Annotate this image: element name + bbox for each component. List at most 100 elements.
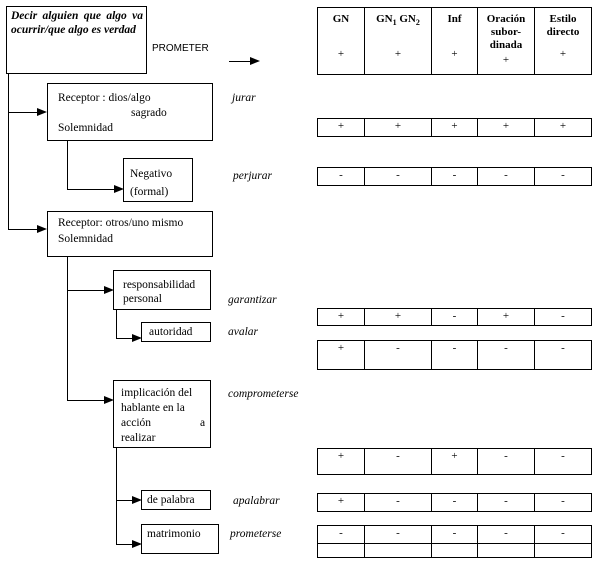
cell-prometerse-extra-1 bbox=[364, 543, 432, 558]
cell-prometerse-extra-2 bbox=[431, 543, 478, 558]
branch1-box bbox=[47, 83, 213, 141]
cell-avalar-3: - bbox=[477, 340, 535, 370]
negativo-line2: (formal) bbox=[130, 186, 169, 198]
autoridad-hline bbox=[116, 338, 133, 339]
header-oracion-l2: subor- bbox=[490, 26, 522, 38]
impl-connector bbox=[67, 400, 105, 401]
branch2-line1: Receptor: otros/uno mismo bbox=[58, 217, 184, 229]
resp-line1: responsabilidad bbox=[123, 279, 196, 291]
matrimonio-text: matrimonio bbox=[147, 528, 201, 540]
root-verb-arrowhead bbox=[250, 57, 260, 65]
header-estilo-l2: directo bbox=[546, 26, 580, 38]
branch2-connector bbox=[8, 229, 38, 230]
impl-line4: realizar bbox=[121, 432, 156, 444]
branch2-box bbox=[47, 211, 213, 257]
trunk-line bbox=[8, 74, 9, 230]
header-gn: GN + bbox=[317, 7, 365, 75]
cell-avalar-1: - bbox=[364, 340, 432, 370]
header-oracion-plus: + bbox=[502, 54, 510, 66]
impl-arrowhead bbox=[104, 396, 114, 404]
header-estilo: Estilo directo + bbox=[534, 7, 592, 75]
cell-garantizar-4: - bbox=[534, 308, 592, 326]
branch1-line2: sagrado bbox=[131, 107, 167, 119]
palabra-hline bbox=[116, 500, 133, 501]
root-verb: PROMETER bbox=[152, 43, 209, 54]
branch1-line1: Receptor : dios/algo bbox=[58, 92, 151, 104]
branch2-line2: Solemnidad bbox=[58, 233, 113, 245]
impl-line1: implicación del bbox=[121, 387, 193, 399]
resp-arrowhead bbox=[104, 286, 114, 294]
autoridad-arrowhead bbox=[132, 334, 142, 342]
matrimonio-hline bbox=[116, 544, 133, 545]
resp-box bbox=[113, 270, 211, 310]
matrimonio-verb: prometerse bbox=[230, 528, 282, 540]
cell-avalar-4: - bbox=[534, 340, 592, 370]
cell-jurar-4: + bbox=[534, 118, 592, 137]
matrimonio-arrowhead bbox=[132, 540, 142, 548]
autoridad-text: autoridad bbox=[149, 326, 193, 338]
impl-line3a: acción bbox=[121, 417, 152, 429]
cell-perjurar-4: - bbox=[534, 167, 592, 186]
resp-line2: personal bbox=[123, 293, 162, 305]
header-gn1gn2-label: GN1 GN2 bbox=[376, 13, 420, 28]
cell-apalabrar-2: - bbox=[431, 493, 478, 512]
root-text: Decir alguien que algo va ocurrir/que al… bbox=[11, 10, 143, 36]
cell-perjurar-1: - bbox=[364, 167, 432, 186]
cell-perjurar-3: - bbox=[477, 167, 535, 186]
cell-prometerse-3: - bbox=[477, 525, 535, 544]
cell-prometerse-0: - bbox=[317, 525, 365, 544]
palabra-verb: apalabrar bbox=[233, 495, 280, 507]
negativo-box bbox=[123, 158, 193, 202]
autoridad-vline bbox=[116, 310, 117, 338]
impl-line2: hablante en la bbox=[121, 402, 185, 414]
branch2-trunk bbox=[67, 257, 68, 400]
header-oracion-l1: Oración bbox=[486, 13, 526, 25]
cell-jurar-1: + bbox=[364, 118, 432, 137]
header-gn1gn2-plus: + bbox=[394, 48, 402, 60]
header-inf-label: Inf bbox=[447, 13, 462, 25]
cell-avalar-2: - bbox=[431, 340, 478, 370]
cell-garantizar-1: + bbox=[364, 308, 432, 326]
impl-verb: comprometerse bbox=[228, 388, 299, 400]
palabra-arrowhead bbox=[132, 496, 142, 504]
branch1-connector bbox=[8, 112, 38, 113]
header-gn-label: GN bbox=[332, 13, 350, 25]
header-oracion: Oración subor- dinada + bbox=[477, 7, 535, 75]
cell-prometerse-extra-4 bbox=[534, 543, 592, 558]
branch1-verb: jurar bbox=[232, 92, 256, 104]
impl-box bbox=[113, 380, 211, 448]
impl-sub-trunk bbox=[116, 448, 117, 544]
branch1-sub-arrowhead bbox=[114, 185, 124, 193]
branch2-arrowhead bbox=[37, 225, 47, 233]
autoridad-verb: avalar bbox=[228, 326, 259, 338]
cell-apalabrar-3: - bbox=[477, 493, 535, 512]
cell-avalar-0: + bbox=[317, 340, 365, 370]
cell-comprometerse-1: - bbox=[364, 448, 432, 475]
root-box bbox=[6, 6, 147, 74]
root-verb-arrow-line bbox=[229, 61, 251, 62]
cell-jurar-0: + bbox=[317, 118, 365, 137]
impl-line3b: a bbox=[200, 417, 206, 429]
cell-prometerse-extra-3 bbox=[477, 543, 535, 558]
cell-perjurar-0: - bbox=[317, 167, 365, 186]
cell-garantizar-3: + bbox=[477, 308, 535, 326]
resp-connector bbox=[67, 290, 105, 291]
cell-comprometerse-2: + bbox=[431, 448, 478, 475]
cell-garantizar-2: - bbox=[431, 308, 478, 326]
cell-prometerse-4: - bbox=[534, 525, 592, 544]
cell-jurar-2: + bbox=[431, 118, 478, 137]
autoridad-box bbox=[141, 322, 211, 342]
cell-comprometerse-0: + bbox=[317, 448, 365, 475]
cell-comprometerse-3: - bbox=[477, 448, 535, 475]
header-inf-plus: + bbox=[451, 48, 458, 60]
cell-prometerse-extra-0 bbox=[317, 543, 365, 558]
cell-comprometerse-4: - bbox=[534, 448, 592, 475]
resp-verb: garantizar bbox=[228, 294, 277, 306]
cell-apalabrar-0: + bbox=[317, 493, 365, 512]
header-gn-plus: + bbox=[337, 48, 345, 60]
header-estilo-l1: Estilo bbox=[549, 13, 577, 25]
cell-perjurar-2: - bbox=[431, 167, 478, 186]
header-gn1gn2: GN1 GN2 + bbox=[364, 7, 432, 75]
negativo-verb: perjurar bbox=[233, 170, 272, 182]
cell-apalabrar-1: - bbox=[364, 493, 432, 512]
